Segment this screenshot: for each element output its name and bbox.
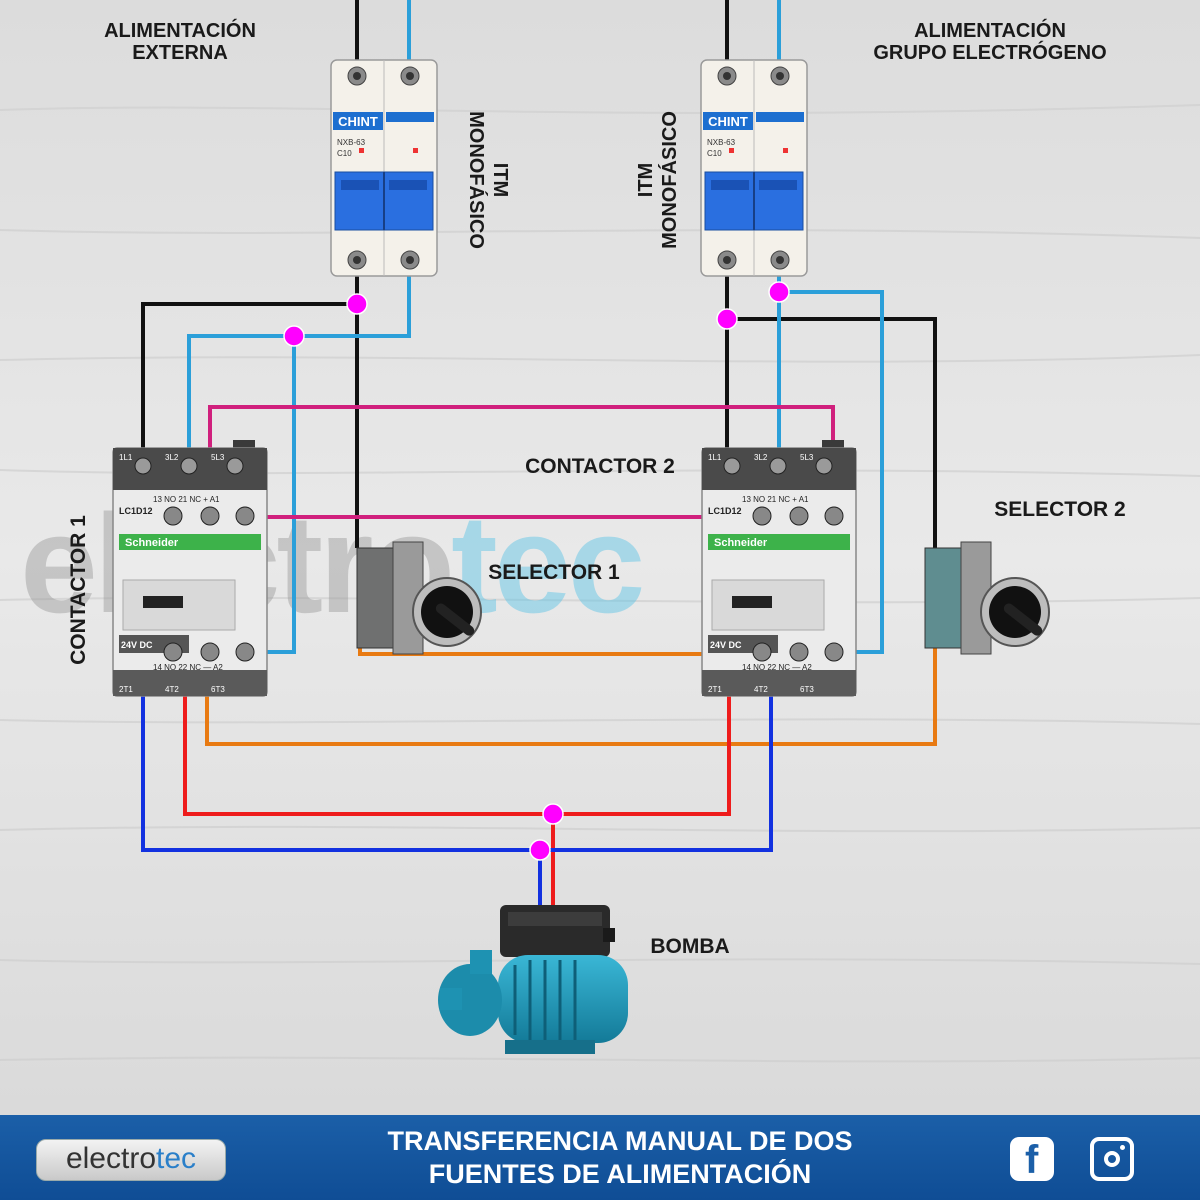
aux-top-labels: 13 NO 21 NC + A1 xyxy=(153,495,220,504)
terminal-label: 3L2 xyxy=(754,453,768,462)
facebook-icon[interactable]: f xyxy=(1010,1137,1054,1182)
selector-1 xyxy=(356,541,482,655)
terminal-label: 6T3 xyxy=(211,685,225,694)
junction-dot xyxy=(768,281,790,303)
svg-text:C10: C10 xyxy=(337,149,352,158)
junctions xyxy=(283,281,790,861)
svg-text:24V DC: 24V DC xyxy=(710,640,742,650)
wire-red-output xyxy=(183,690,731,905)
junction-dot xyxy=(529,839,551,861)
terminal-label: 2T1 xyxy=(119,685,133,694)
aux-top-labels: 13 NO 21 NC + A1 xyxy=(742,495,809,504)
selector-2 xyxy=(924,541,1050,655)
svg-text:CHINT: CHINT xyxy=(338,114,378,129)
terminal-label: 1L1 xyxy=(708,453,722,462)
contactor-1: 1L1 3L2 5L3 LC1D12 13 NO 21 NC + A1 Schn… xyxy=(112,440,268,697)
svg-text:NXB-63: NXB-63 xyxy=(707,138,736,147)
label-selector1: SELECTOR 1 xyxy=(488,561,620,584)
terminal-label: 1L1 xyxy=(119,453,133,462)
terminal-label: 6T3 xyxy=(800,685,814,694)
terminal-label: 5L3 xyxy=(211,453,225,462)
contactor-model: LC1D12 xyxy=(119,506,153,516)
breaker-1: CHINT NXB-63 C10 xyxy=(330,59,438,277)
breaker-2: CHINT NXB-63 C10 xyxy=(700,59,808,277)
brand-logo: electrotec xyxy=(36,1139,226,1181)
junction-dot xyxy=(346,293,368,315)
aux-bottom-labels: 14 NO 22 NC — A2 xyxy=(153,663,223,672)
label-contactor2: CONTACTOR 2 xyxy=(525,455,675,478)
svg-text:24V DC: 24V DC xyxy=(121,640,153,650)
aux-bottom-labels: 14 NO 22 NC — A2 xyxy=(742,663,812,672)
svg-text:NXB-63: NXB-63 xyxy=(337,138,366,147)
label-contactor1: CONTACTOR 1 xyxy=(67,515,90,665)
junction-dot xyxy=(283,325,305,347)
label-selector2: SELECTOR 2 xyxy=(994,498,1126,521)
instagram-icon[interactable] xyxy=(1090,1137,1134,1181)
terminal-label: 3L2 xyxy=(165,453,179,462)
footer-banner: electrotec TRANSFERENCIA MANUAL DE DOS F… xyxy=(0,1115,1200,1200)
label-pump: BOMBA xyxy=(650,935,730,958)
footer-title: TRANSFERENCIA MANUAL DE DOS FUENTES DE A… xyxy=(387,1126,853,1189)
terminal-label: 2T1 xyxy=(708,685,722,694)
svg-text:C10: C10 xyxy=(707,149,722,158)
svg-text:Schneider: Schneider xyxy=(714,537,768,549)
contactor-2: 1L1 3L2 5L3 LC1D12 13 NO 21 NC + A1 Schn… xyxy=(701,440,857,697)
junction-dot xyxy=(716,308,738,330)
terminal-label: 4T2 xyxy=(754,685,768,694)
contactor-model: LC1D12 xyxy=(708,506,742,516)
svg-text:CHINT: CHINT xyxy=(708,114,748,129)
terminal-label: 4T2 xyxy=(165,685,179,694)
svg-text:Schneider: Schneider xyxy=(125,537,179,549)
pump-icon xyxy=(438,905,628,1054)
terminal-label: 5L3 xyxy=(800,453,814,462)
junction-dot xyxy=(542,803,564,825)
wire-black-right xyxy=(725,262,937,548)
